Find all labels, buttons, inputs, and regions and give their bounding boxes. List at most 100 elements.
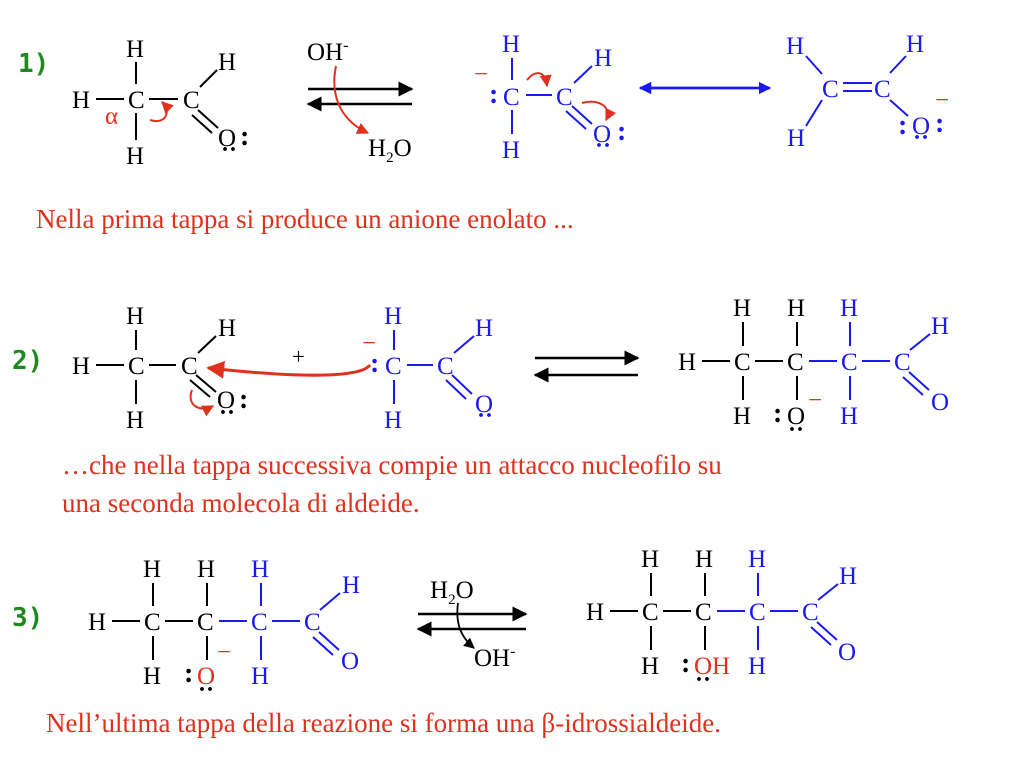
lone-pair-dots: ·· bbox=[198, 677, 214, 703]
atom-H: H bbox=[218, 315, 236, 342]
atom-H: H bbox=[218, 49, 236, 76]
atom-C: C bbox=[183, 87, 200, 114]
atom-C: C bbox=[304, 609, 321, 636]
step3-equilibrium-arrows: H2O OH- bbox=[416, 577, 528, 672]
negative-charge: − bbox=[808, 387, 822, 414]
atom-C: C bbox=[556, 84, 573, 111]
atom-O: O bbox=[838, 639, 856, 666]
atom-C: C bbox=[642, 599, 659, 626]
atom-H: H bbox=[586, 599, 604, 626]
step1-enolate-carbanion: H C C H H O : : ·· bbox=[489, 31, 626, 164]
atom-O: O bbox=[787, 403, 805, 430]
step2-enolate: H C C H H O : ·· bbox=[370, 303, 493, 434]
step-1-number: 1) bbox=[18, 49, 49, 79]
step1-acetaldehyde: H H C C H H O : ·· bbox=[72, 36, 249, 170]
atom-H: H bbox=[748, 546, 766, 573]
atom-H: H bbox=[72, 353, 90, 380]
atom-OH: OH bbox=[694, 653, 730, 680]
bond bbox=[889, 55, 907, 74]
bond bbox=[319, 592, 341, 611]
atom-H: H bbox=[678, 349, 696, 376]
atom-C: C bbox=[822, 76, 839, 103]
atom-H: H bbox=[384, 303, 402, 330]
step-2-caption-line-2: una seconda molecola di aldeide. bbox=[62, 488, 420, 518]
atom-H: H bbox=[126, 143, 144, 170]
atom-H: H bbox=[733, 403, 751, 430]
atom-O: O bbox=[931, 389, 949, 416]
atom-H: H bbox=[786, 33, 804, 60]
step-2-caption-line-1: …che nella tappa successiva compie un at… bbox=[62, 450, 722, 480]
step3-alkoxide: H H H H C C C C H O H O H : ·· bbox=[88, 556, 360, 703]
atom-C: C bbox=[437, 353, 454, 380]
atom-C: C bbox=[197, 609, 214, 636]
atom-H: H bbox=[839, 563, 857, 590]
atom-C: C bbox=[894, 349, 911, 376]
atom-O: O bbox=[912, 113, 930, 140]
negative-charge: − bbox=[362, 330, 376, 357]
curved-arrow bbox=[149, 101, 174, 123]
atom-C: C bbox=[749, 599, 766, 626]
atom-O: O bbox=[218, 125, 236, 152]
atom-H: H bbox=[840, 295, 858, 322]
lone-pair-dots: : bbox=[184, 658, 193, 689]
atom-O: O bbox=[197, 663, 215, 690]
lone-pair-dots: : bbox=[240, 121, 249, 152]
atom-C: C bbox=[251, 609, 268, 636]
bond bbox=[191, 114, 213, 134]
step2-alkoxide-product: H H H H C C C C H O H O H : ·· bbox=[678, 295, 949, 443]
atom-H: H bbox=[502, 31, 520, 58]
atom-C: C bbox=[874, 76, 891, 103]
negative-charge: − bbox=[935, 87, 949, 114]
bond bbox=[195, 374, 217, 393]
atom-O: O bbox=[593, 121, 611, 148]
bond bbox=[816, 621, 838, 641]
curved-arrow bbox=[526, 72, 552, 88]
lone-pair-dots: ·· bbox=[913, 125, 929, 151]
bond bbox=[908, 371, 930, 391]
atom-C: C bbox=[128, 87, 145, 114]
atom-H: H bbox=[126, 407, 144, 434]
atom-H: H bbox=[475, 315, 493, 342]
lone-pair-dots: ·· bbox=[221, 137, 237, 163]
curved-arrow bbox=[456, 602, 475, 649]
bond bbox=[571, 105, 593, 125]
atom-H: H bbox=[251, 556, 269, 583]
atom-C: C bbox=[503, 84, 520, 111]
bond bbox=[889, 99, 909, 117]
bond bbox=[565, 110, 587, 130]
step1-enolate-oxyanion: H H C C H O : : ·· bbox=[786, 31, 944, 152]
atom-H: H bbox=[641, 653, 659, 680]
lone-pair-dots: : bbox=[773, 398, 782, 429]
bond bbox=[902, 376, 924, 396]
lone-pair-dots: ·· bbox=[477, 403, 493, 429]
atom-C: C bbox=[787, 349, 804, 376]
lone-pair-dots: ·· bbox=[595, 133, 611, 159]
atom-H: H bbox=[502, 137, 520, 164]
atom-H: H bbox=[733, 295, 751, 322]
atom-O: O bbox=[341, 648, 359, 675]
step2-equilibrium-arrows bbox=[533, 350, 640, 383]
bond bbox=[805, 55, 823, 75]
bond bbox=[199, 69, 218, 88]
atom-H: H bbox=[787, 295, 805, 322]
atom-H: H bbox=[594, 45, 612, 72]
curved-arrow bbox=[581, 100, 617, 122]
lone-pair-dots: : bbox=[239, 384, 248, 415]
lone-pair-dots: : bbox=[489, 79, 498, 110]
atom-C: C bbox=[385, 353, 402, 380]
atom-H: H bbox=[695, 546, 713, 573]
bond bbox=[453, 335, 475, 354]
reagent-hydroxide: OH- bbox=[307, 37, 348, 66]
atom-H: H bbox=[126, 303, 144, 330]
negative-charge: − bbox=[474, 61, 488, 88]
atom-H: H bbox=[88, 609, 106, 636]
step-2-number: 2) bbox=[12, 346, 43, 376]
curved-arrow bbox=[333, 65, 370, 134]
bond bbox=[445, 379, 467, 400]
bond bbox=[318, 631, 340, 651]
atom-C: C bbox=[734, 349, 751, 376]
lone-pair-dots: : bbox=[935, 108, 944, 139]
atom-O: O bbox=[475, 391, 493, 418]
nucleophilic-attack-arrow bbox=[206, 360, 372, 379]
